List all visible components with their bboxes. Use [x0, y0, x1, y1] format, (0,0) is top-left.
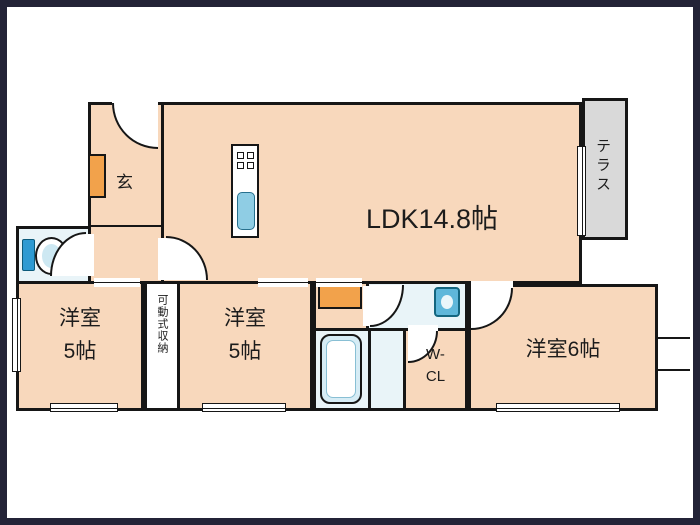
burner: [247, 152, 254, 159]
bathtub-icon: [320, 334, 362, 404]
bedroom-center-sliding-door: [258, 278, 308, 287]
toilet-door-opening: [85, 234, 94, 276]
bedroom-center-label: 洋室 5帖: [177, 303, 313, 368]
toilet-tank: [22, 239, 35, 271]
window-bedroom-center: [202, 403, 286, 412]
washbasin-bowl: [441, 295, 453, 309]
washroom-door-opening: [363, 286, 372, 326]
kitchen-counter: [231, 144, 259, 238]
hall-opening: [316, 278, 362, 287]
hall-door-opening: [158, 238, 167, 280]
ldk-label: LDK14.8帖: [365, 204, 499, 234]
bedroom-left-label: 洋室 5帖: [16, 303, 144, 368]
balcony-railing-bottom: [658, 369, 690, 371]
entrance-step: [91, 225, 164, 227]
window-bedroom-left-side: [12, 298, 21, 372]
wcl-line2: CL: [425, 367, 446, 385]
bedroom-right-label: 洋室6帖: [525, 338, 601, 361]
sink-icon: [237, 192, 255, 230]
terrace-sliding-door: [577, 146, 586, 236]
window-bedroom-right: [496, 403, 620, 412]
walk-in-closet-label: W- CL: [403, 344, 468, 388]
bedroom-left-size: 5帖: [63, 339, 97, 363]
terrace-label: テラス: [594, 138, 611, 195]
burner: [247, 162, 254, 169]
balcony-railing-top: [658, 337, 690, 339]
shoe-cabinet: [88, 154, 106, 198]
entrance-label: 玄: [116, 173, 133, 192]
room-bedroom-left: [16, 281, 144, 411]
room-ldk: [161, 102, 582, 284]
closet-door-opening: [408, 325, 438, 333]
bedroom-center-name: 洋室: [224, 307, 266, 330]
burner: [237, 162, 244, 169]
washroom-corridor: [368, 328, 406, 411]
bathtub-inner: [326, 340, 356, 398]
wcl-line1: W-: [426, 346, 445, 363]
bedroom-left-name: 洋室: [59, 307, 101, 330]
bedroom-right-door-opening: [471, 281, 513, 289]
washbasin-icon: [434, 287, 460, 317]
window-bedroom-left: [50, 403, 118, 412]
bedroom-center-size: 5帖: [228, 339, 262, 363]
stove-icon: [237, 152, 254, 169]
room-bedroom-center: [177, 281, 313, 411]
burner: [237, 152, 244, 159]
bedroom-left-sliding-door: [94, 278, 140, 287]
movable-storage-label: 可動式収納: [156, 294, 168, 354]
movable-storage-closet: [144, 281, 180, 411]
